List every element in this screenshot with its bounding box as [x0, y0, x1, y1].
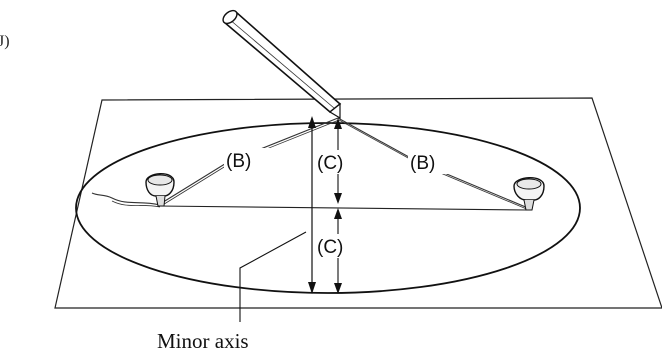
minor-axis-dimension — [308, 116, 316, 294]
ellipse — [75, 122, 581, 294]
major-axis-line — [157, 205, 529, 211]
caption-minor-axis: Minor axis — [157, 329, 249, 353]
label-b-right: (B) — [410, 153, 435, 174]
label-b-left: (B) — [226, 151, 251, 172]
loose-string-end — [91, 192, 161, 206]
loose-string-end-back — [111, 200, 161, 208]
label-c-upper: (C) — [317, 153, 343, 174]
corner-text: J) — [0, 33, 10, 50]
c-upper-label-bg — [315, 150, 363, 174]
pin-right-icon — [513, 177, 545, 211]
b-left-label-bg — [224, 148, 274, 172]
label-c-lower: (C) — [317, 237, 343, 258]
board-outline — [54, 97, 662, 309]
b-right-label-bg — [408, 150, 458, 174]
c-lower-label-bg — [315, 234, 363, 258]
pin-left-icon — [145, 173, 175, 207]
pencil-icon — [222, 9, 342, 120]
caption-leader-line — [239, 231, 307, 322]
